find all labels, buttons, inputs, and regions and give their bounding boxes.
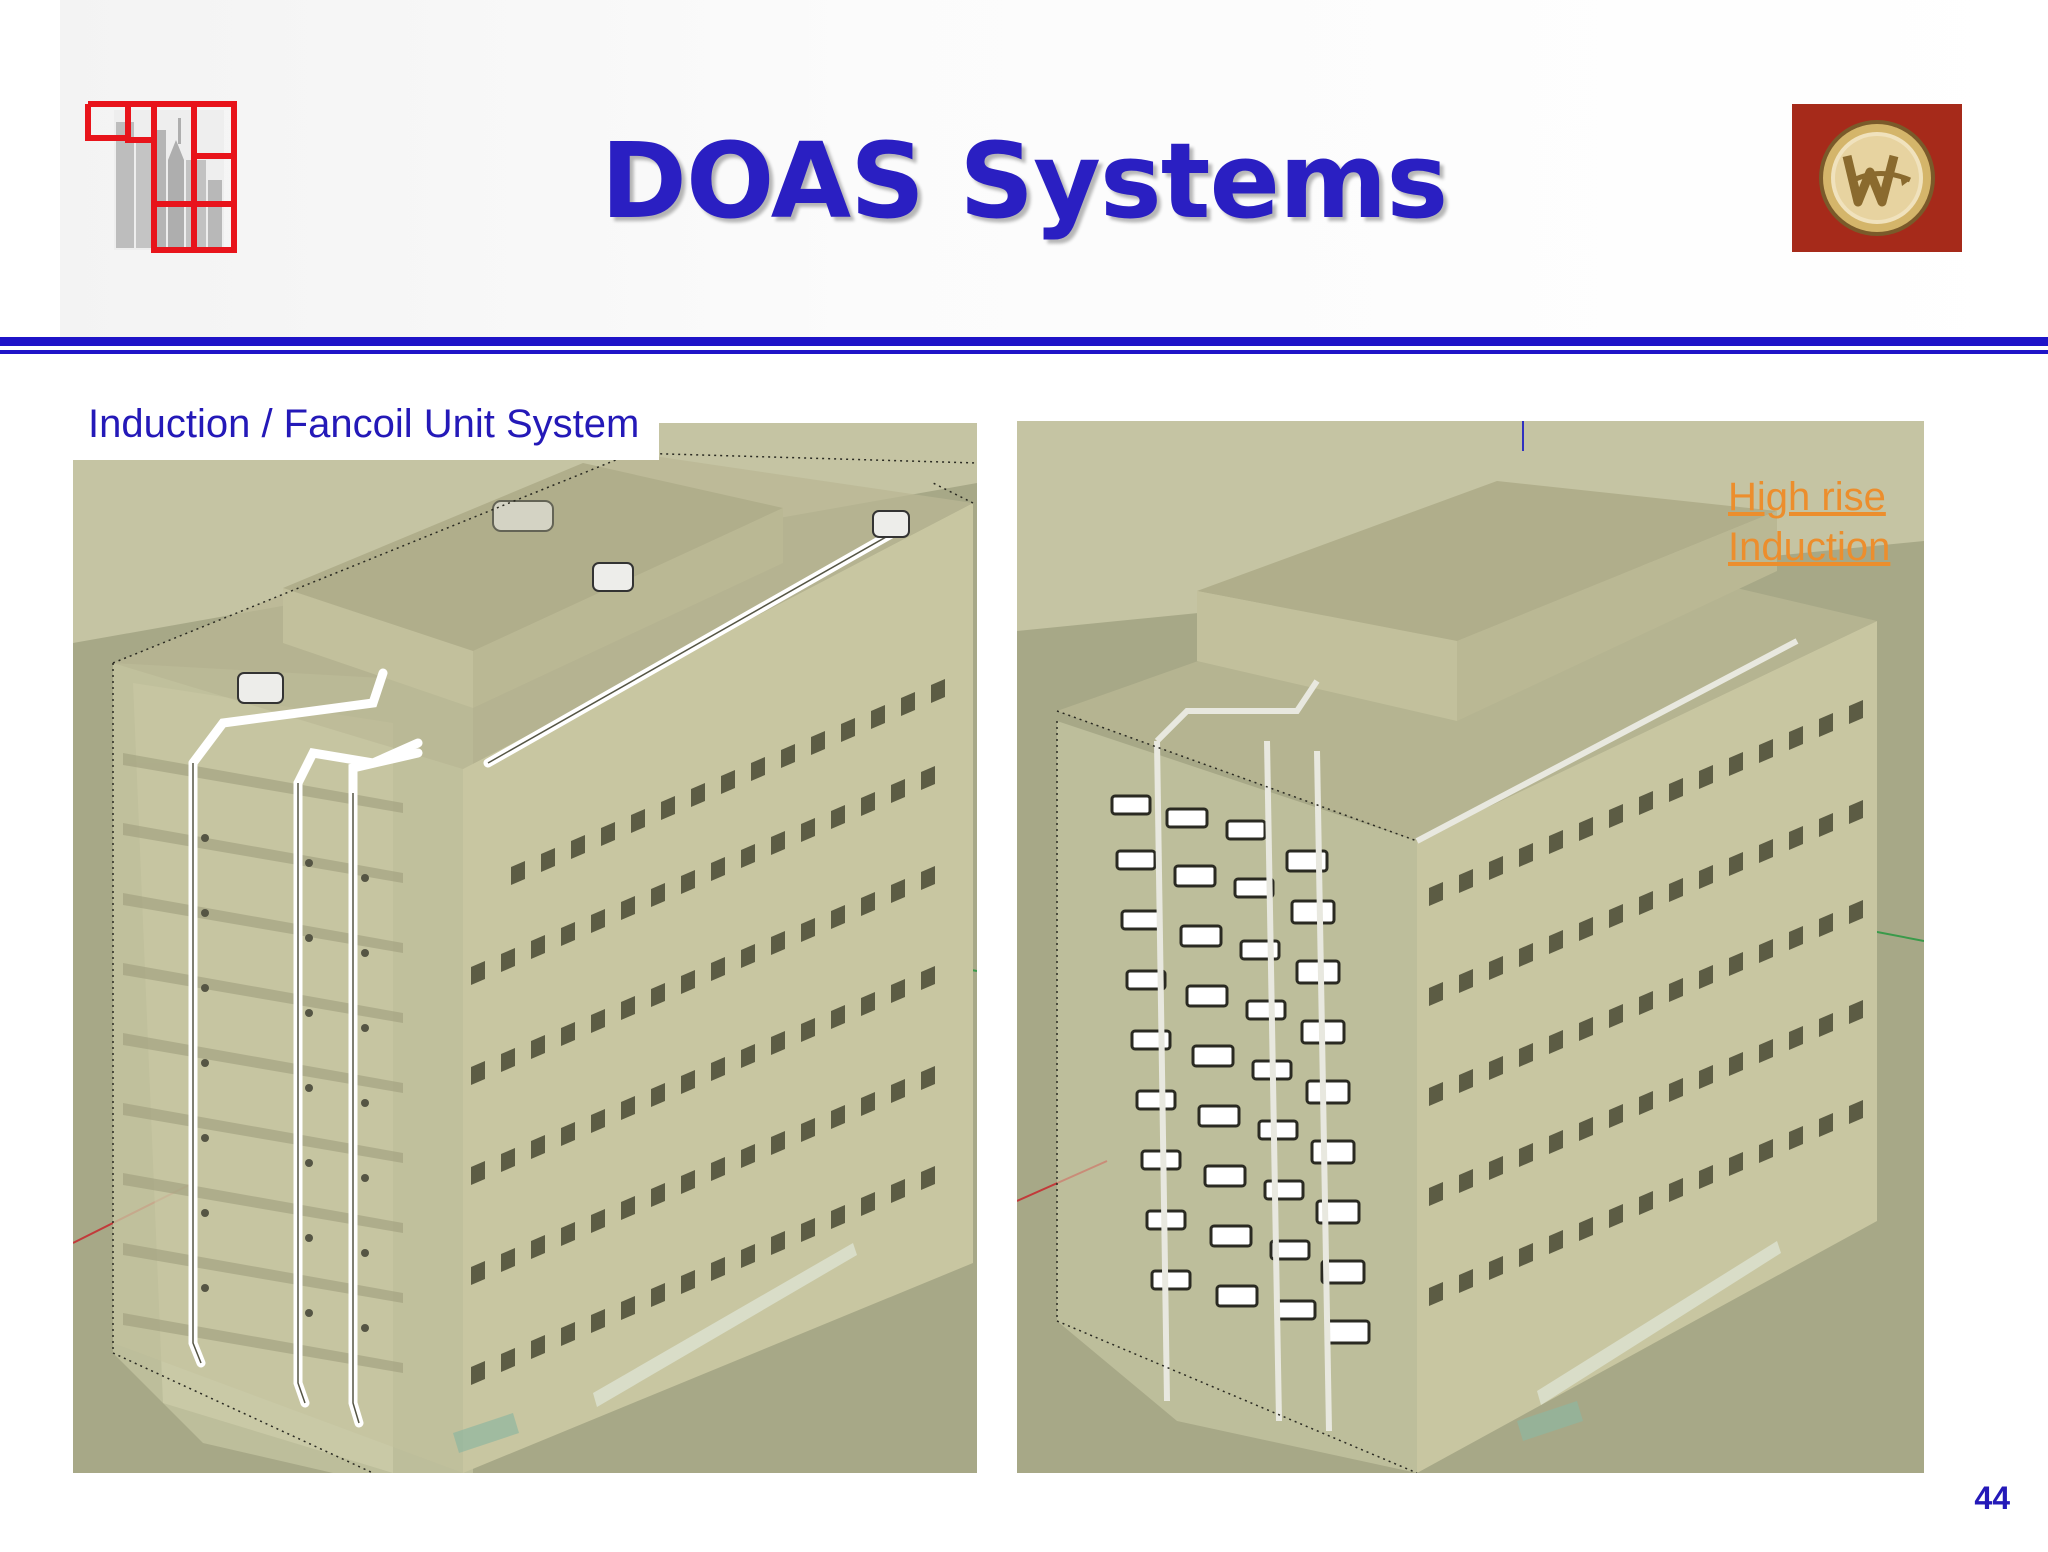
slide-title: DOAS Systems	[600, 120, 1449, 242]
header-rule-thick	[0, 337, 2048, 346]
header-background	[60, 0, 2048, 340]
building-induction-units-render-icon	[1017, 421, 1924, 1473]
city-skyline-logo-icon	[85, 101, 237, 253]
left-building-render	[73, 423, 977, 1473]
left-panel-caption: Induction / Fancoil Unit System	[70, 392, 660, 460]
link-line-2[interactable]: Induction	[1728, 525, 1891, 569]
w-emblem-logo-icon	[1792, 104, 1962, 252]
high-rise-induction-link[interactable]: High rise Induction	[1728, 472, 1903, 572]
right-building-render	[1017, 421, 1924, 1473]
header-rule-thin	[0, 350, 2048, 354]
building-ducts-render-icon	[73, 423, 977, 1473]
page-number: 44	[1974, 1480, 2010, 1516]
link-line-1[interactable]: High rise	[1728, 475, 1886, 519]
